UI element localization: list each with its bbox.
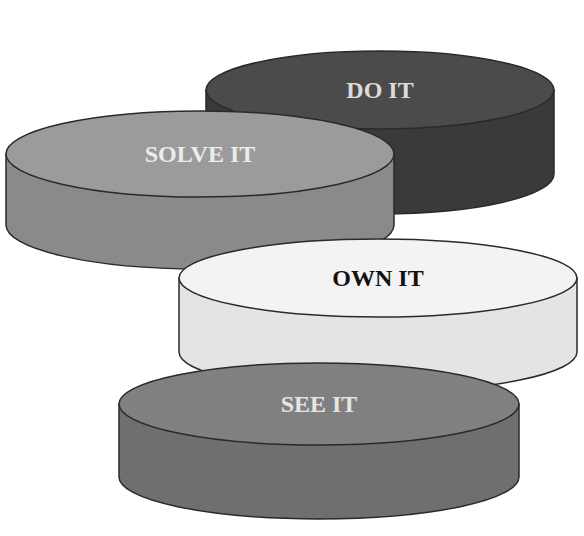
disc-label: SOLVE IT — [145, 141, 256, 167]
cylinder-top — [119, 363, 519, 445]
cylinder-disc: SEE IT — [118, 362, 520, 520]
cylinder-shape — [118, 362, 520, 520]
cylinder-top — [179, 239, 577, 317]
disc-label: SEE IT — [281, 391, 358, 417]
cylinder-top — [6, 111, 394, 197]
disc-label: OWN IT — [332, 265, 423, 291]
disc-label: DO IT — [346, 77, 413, 103]
